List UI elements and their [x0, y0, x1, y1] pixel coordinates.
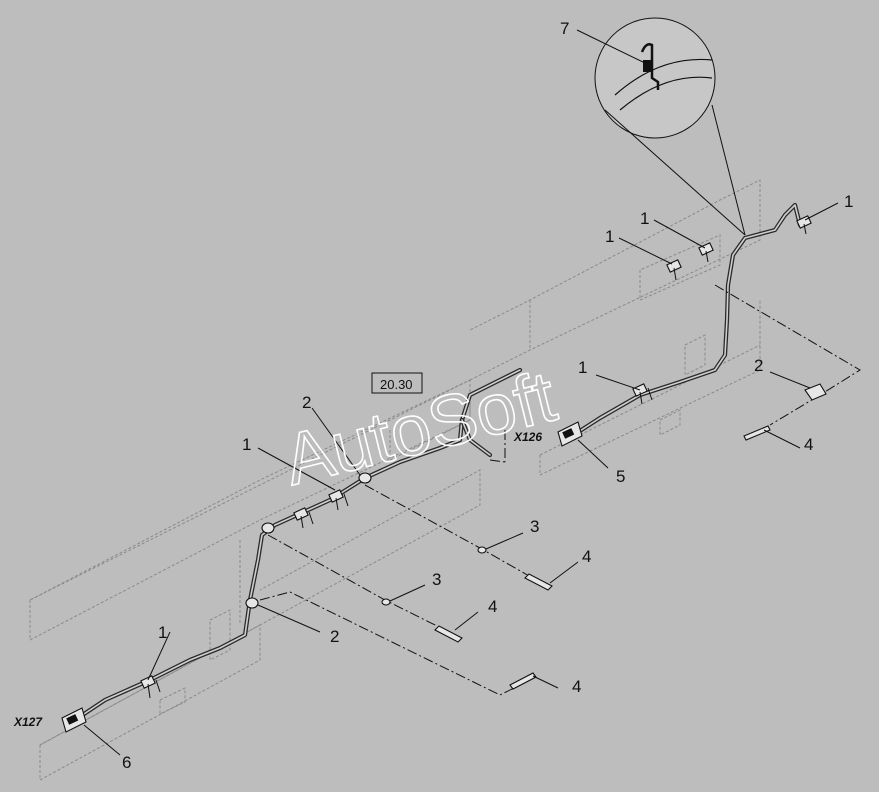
callout-2-upper: 2 — [302, 393, 311, 412]
washer-upper — [477, 546, 487, 554]
callout-5: 5 — [616, 467, 625, 486]
callout-1-middle: 1 — [242, 435, 251, 454]
grommet-lower — [245, 597, 259, 609]
grommet-upper — [358, 472, 372, 484]
callout-7: 7 — [560, 19, 569, 38]
callout-leaders — [83, 29, 839, 756]
tie-b — [434, 625, 463, 643]
clip-6 — [698, 242, 714, 263]
watermark: AutoSoft — [276, 356, 563, 500]
callout-4-c: 4 — [572, 677, 581, 696]
wiring-harness — [75, 202, 803, 721]
connector-x127 — [61, 707, 87, 733]
clip-1 — [140, 675, 161, 699]
washer-lower — [381, 598, 391, 606]
callout-4-a: 4 — [582, 547, 591, 566]
callout-2-lower: 2 — [330, 627, 339, 646]
tie-d — [743, 425, 771, 441]
tie-a — [524, 573, 553, 591]
explode-lines — [259, 284, 861, 696]
reference-box[interactable]: 20.30 — [371, 372, 423, 394]
grommet-middle — [261, 522, 275, 534]
connector-x126-label: X126 — [513, 430, 542, 444]
callout-6: 6 — [122, 753, 131, 772]
connector-x126 — [557, 421, 583, 447]
callout-1-top-right: 1 — [844, 192, 853, 211]
callout-2-right: 2 — [754, 356, 763, 375]
callout-4-d: 4 — [804, 435, 813, 454]
harness-clips — [140, 215, 812, 699]
reference-box-label: 20.30 — [380, 377, 413, 392]
chassis-outline — [29, 179, 761, 781]
clip-5 — [666, 259, 682, 281]
callout-1-right-lower: 1 — [578, 358, 587, 377]
callout-4-b: 4 — [488, 597, 497, 616]
callout-3-upper: 3 — [530, 517, 539, 536]
callout-1-lower: 1 — [158, 623, 167, 642]
connector-x127-label: X127 — [13, 715, 43, 729]
tie-c — [509, 672, 537, 690]
clip-3 — [293, 507, 314, 529]
clip-2 — [328, 489, 349, 511]
loose-parts — [381, 383, 827, 690]
callout-1-upper: 1 — [640, 209, 649, 228]
clip-loose — [804, 383, 827, 401]
callouts: 7 1 1 1 1 1 1 2 2 2 3 3 4 4 4 4 5 6 — [122, 19, 853, 772]
callout-1-upper-left: 1 — [605, 227, 614, 246]
detail-magnifier — [594, 17, 746, 236]
callout-3-lower: 3 — [432, 570, 441, 589]
